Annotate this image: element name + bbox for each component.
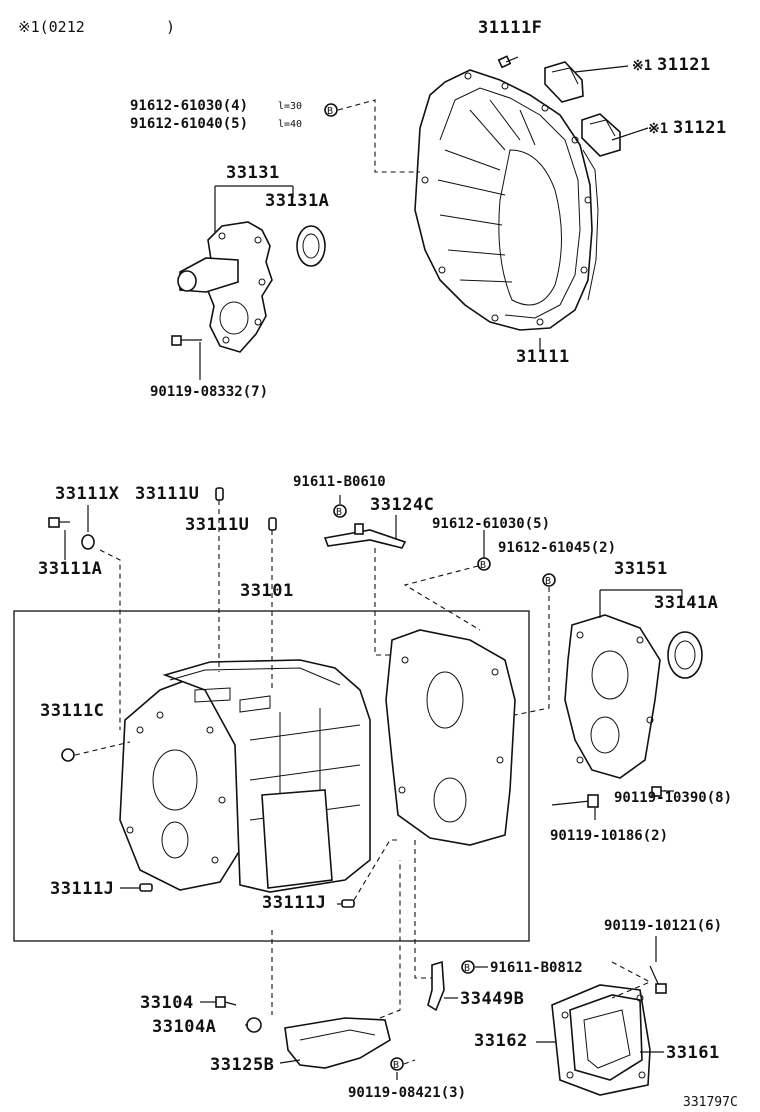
label-91612-61030-5: 91612-61030(5): [432, 516, 550, 532]
marker-b-08421: B: [390, 1057, 404, 1071]
transmission-case-drawing: [119, 659, 371, 893]
side-cover-drawing: [551, 984, 651, 1096]
label-33111C: 33111C: [40, 701, 104, 721]
marker-b-61030: B: [477, 557, 491, 571]
oil-seal-33141A: [667, 631, 703, 679]
pin-33111U-upper: [215, 487, 224, 501]
figure-code: 331797C: [683, 1095, 738, 1110]
bracket-33449B: [427, 960, 445, 1012]
bracket-33124C: [323, 523, 407, 549]
oil-seal-33131A: [296, 225, 326, 267]
label-90119-10390: 90119-10390(8): [614, 790, 732, 806]
marker-b-top: B: [324, 103, 338, 117]
bolt-33111A: [48, 517, 70, 528]
label-33449B: 33449B: [460, 989, 524, 1009]
label-33162: 33162: [474, 1031, 528, 1051]
svg-text:B: B: [393, 1060, 399, 1071]
label-33101: 33101: [240, 581, 294, 601]
label-91612-61040-5-length: l=40: [278, 119, 302, 130]
label-31121-a: 31121: [657, 55, 711, 75]
marker-b-33124C: B: [333, 504, 347, 518]
label-33124C: 33124C: [370, 495, 434, 515]
label-33111J-left: 33111J: [50, 879, 114, 899]
gasket-33104A: [246, 1017, 262, 1033]
marker-b-61045: B: [542, 573, 556, 587]
intermediate-plate-drawing: [385, 629, 516, 846]
marker-b-B0812: B: [461, 960, 475, 974]
svg-text:B: B: [545, 576, 551, 587]
label-91612-61045-2: 91612-61045(2): [498, 540, 616, 556]
extension-housing-drawing: [564, 614, 661, 779]
label-31121-b: 31121: [673, 118, 727, 138]
label-91611-B0610: 91611-B0610: [293, 474, 386, 490]
label-33141A: 33141A: [654, 593, 718, 613]
label-33111X: 33111X: [55, 484, 120, 504]
label-91612-61040-5: 91612-61040(5): [130, 116, 248, 132]
bolt-90119-10390: [651, 786, 674, 797]
washer-33111X: [81, 534, 95, 550]
label-90119-10186: 90119-10186(2): [550, 828, 668, 844]
label-33131A: 33131A: [265, 191, 329, 211]
dowel-pin-33111J-left: [139, 883, 153, 892]
bearing-retainer-drawing: [177, 221, 273, 353]
label-33111J-right: 33111J: [262, 893, 326, 913]
label-90119-08421: 90119-08421(3): [348, 1085, 466, 1101]
svg-text:B: B: [480, 560, 486, 571]
clutch-housing-drawing: [414, 69, 599, 331]
label-33104: 33104: [140, 993, 194, 1013]
label-33125B: 33125B: [210, 1055, 274, 1075]
label-31111: 31111: [516, 347, 570, 367]
bolt-90119-10186: [551, 794, 599, 808]
plug-33111C: [61, 748, 75, 762]
label-33111U-upper: 33111U: [135, 484, 199, 504]
seal-31121-lower: [581, 113, 621, 157]
label-33151: 33151: [614, 559, 668, 579]
label-31111F: 31111F: [478, 18, 542, 38]
label-91612-61030-4-length: l=30: [278, 101, 302, 112]
seal-31121-upper: [544, 61, 584, 103]
dowel-pin-33111J-right: [341, 899, 355, 908]
label-91612-61030-4: 91612-61030(4): [130, 98, 248, 114]
label-31121-a-mark: ※1: [632, 58, 652, 74]
bolt-33104: [215, 996, 237, 1008]
label-91611-B0812: 91611-B0812: [490, 960, 583, 976]
label-33111A: 33111A: [38, 559, 102, 579]
label-31121-b-mark: ※1: [648, 121, 668, 137]
bolt-icon: [171, 335, 202, 346]
svg-text:B: B: [336, 507, 342, 518]
svg-text:B: B: [327, 106, 333, 117]
label-33131: 33131: [226, 163, 280, 183]
label-90119-08332: 90119-08332(7): [150, 384, 268, 400]
pin-33111U-lower: [268, 517, 277, 531]
bolt-90119-10121: [649, 965, 667, 994]
label-90119-10121: 90119-10121(6): [604, 918, 722, 934]
label-33161: 33161: [666, 1043, 720, 1063]
label-33104A: 33104A: [152, 1017, 216, 1037]
header-note: ※1(0212 ): [18, 18, 175, 36]
bolt-icon: [497, 55, 519, 69]
svg-text:B: B: [464, 963, 470, 974]
label-33111U-lower: 33111U: [185, 515, 249, 535]
cover-33125B: [284, 1017, 391, 1069]
